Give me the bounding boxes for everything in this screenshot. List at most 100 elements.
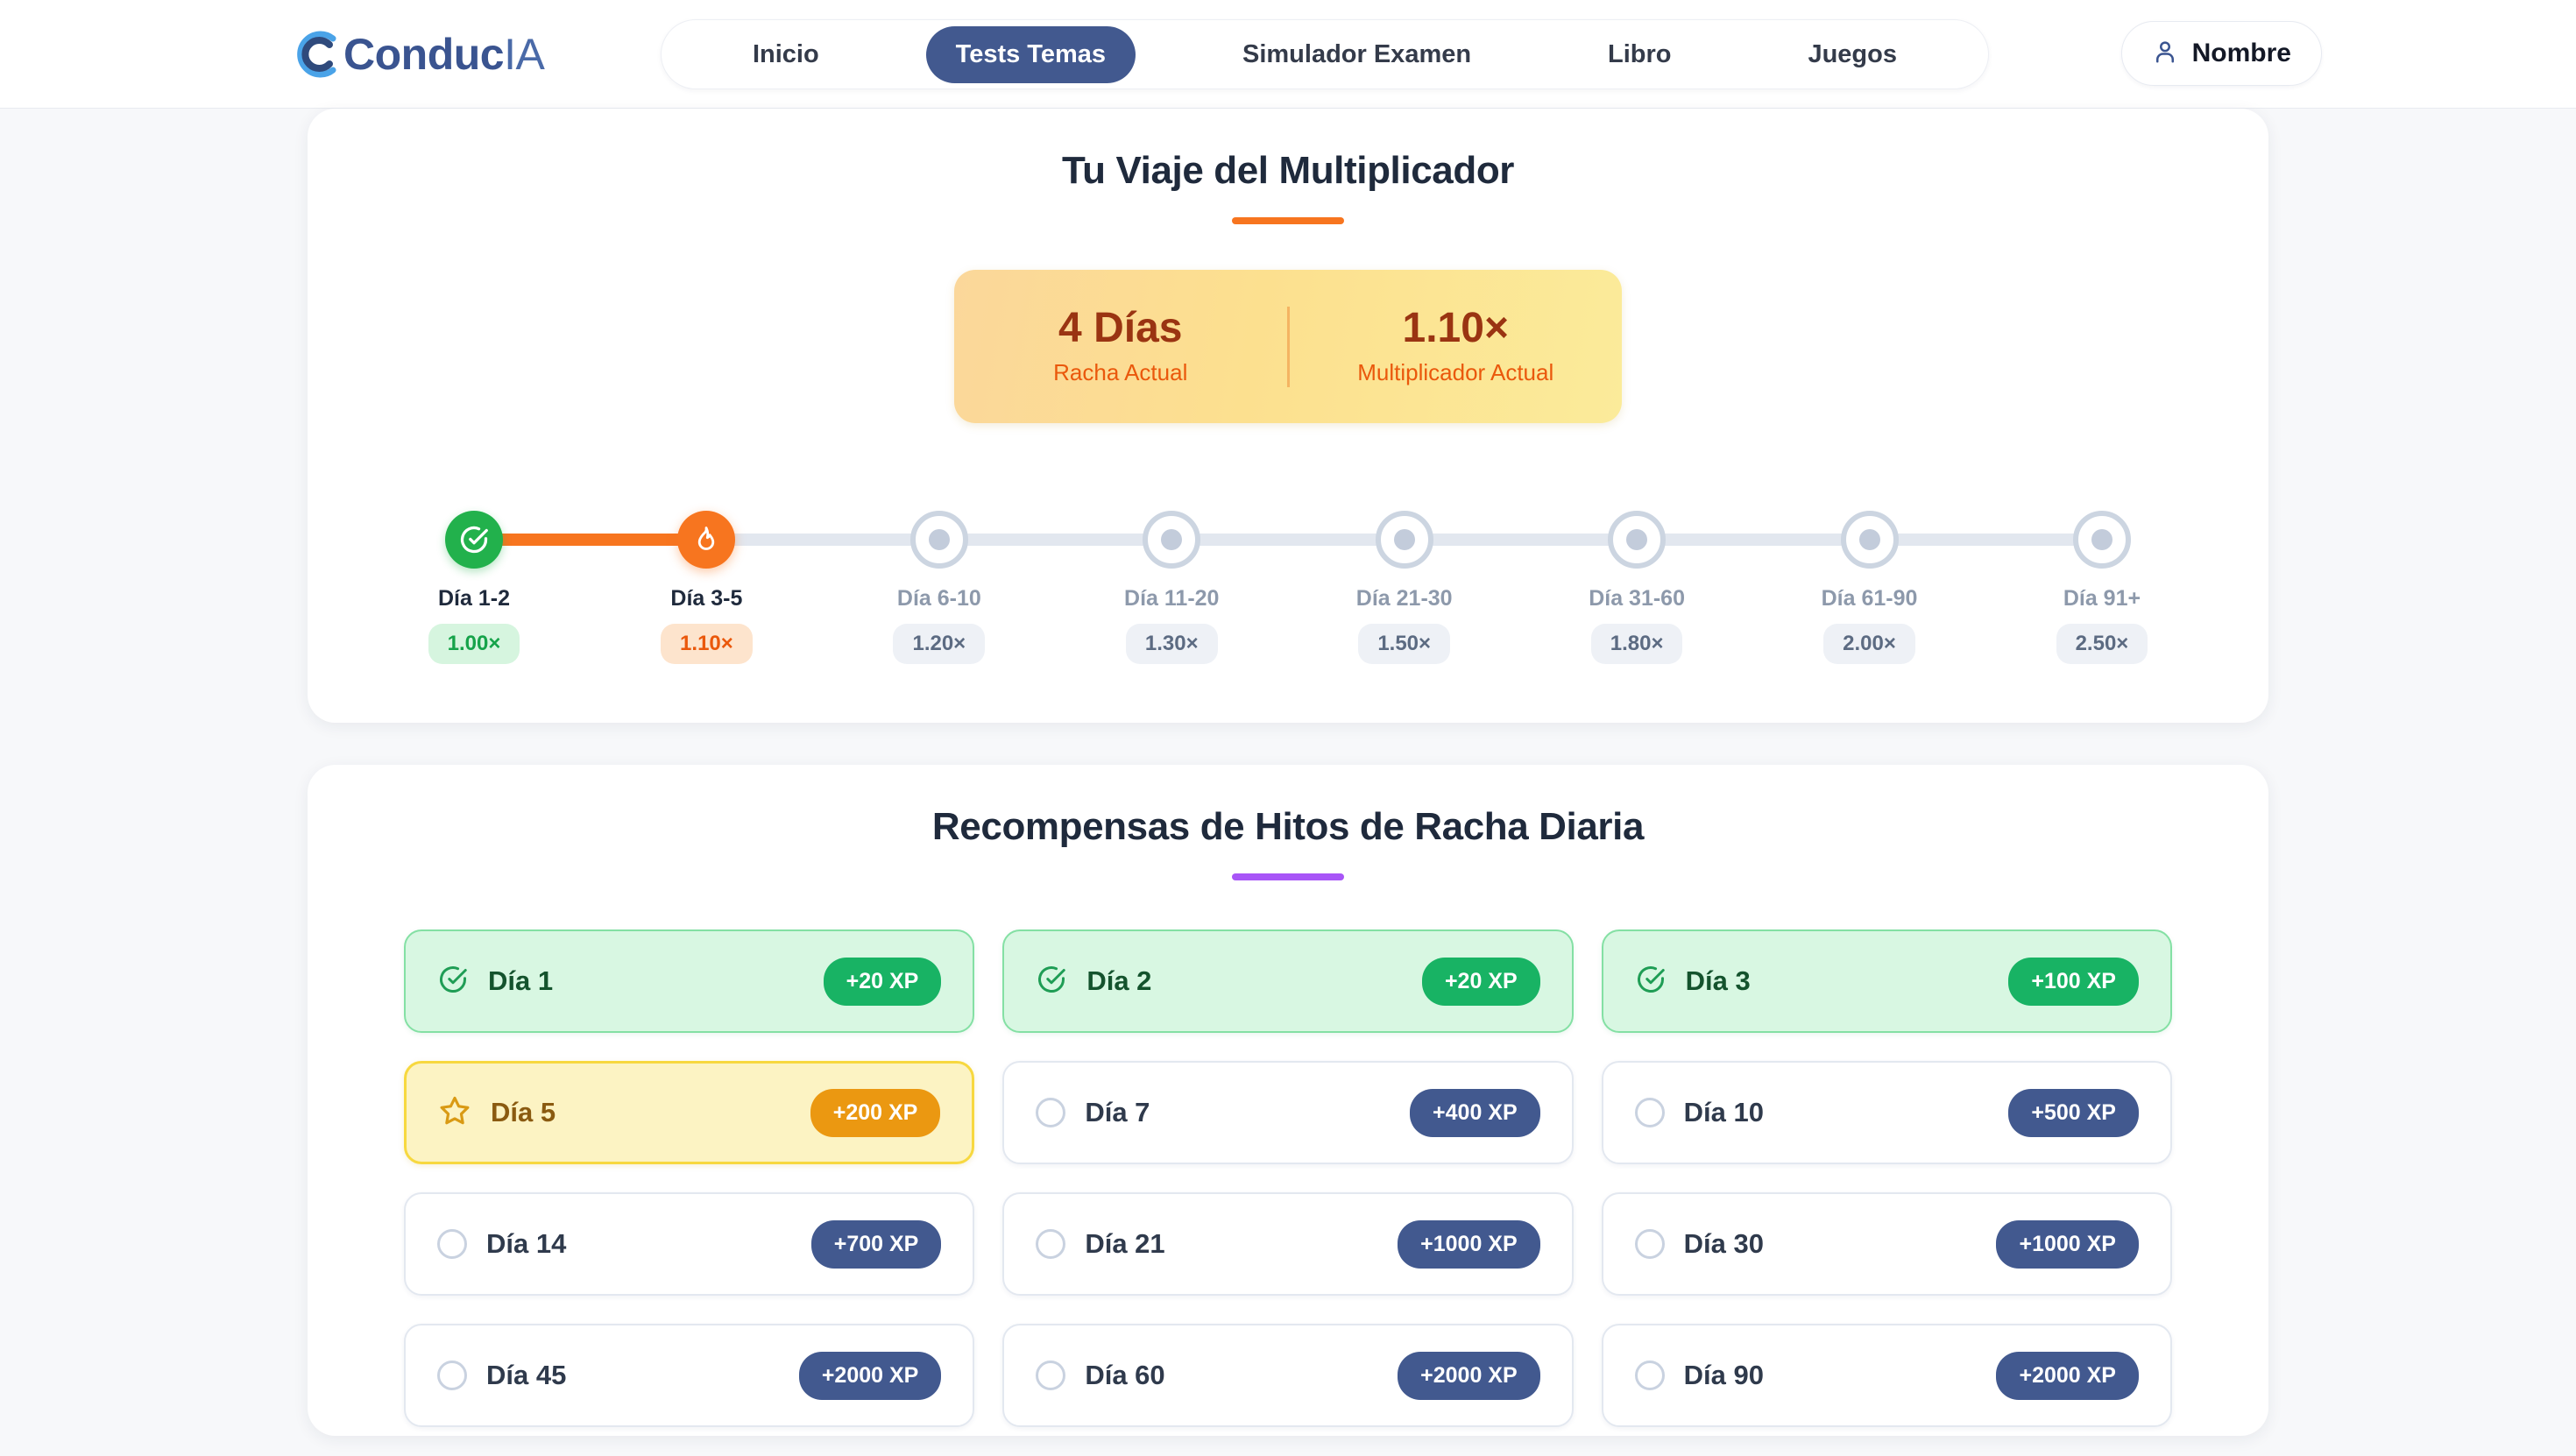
milestone-card[interactable]: Día 7 +400 XP	[1002, 1061, 1574, 1164]
milestone-xp-badge: +2000 XP	[798, 1351, 942, 1400]
milestone-name: Día 60	[1085, 1360, 1165, 1390]
timeline-node[interactable]: Día 1-2 1.00×	[404, 486, 544, 670]
milestone-xp-badge: +200 XP	[810, 1088, 941, 1137]
timeline-node-multiplier: 2.00×	[1823, 624, 1915, 664]
locked-circle-icon	[1036, 1229, 1066, 1259]
pending-circle-icon	[1143, 511, 1201, 569]
user-icon	[2152, 38, 2178, 70]
milestone-name: Día 3	[1685, 965, 1751, 996]
timeline-node[interactable]: Día 3-5 1.10×	[636, 486, 776, 670]
milestone-name: Día 90	[1683, 1360, 1764, 1390]
timeline-progress-fill	[449, 534, 718, 546]
locked-circle-icon	[1036, 1361, 1066, 1390]
top-navbar: ConducIA Inicio Tests Temas Simulador Ex…	[0, 0, 2576, 109]
milestones-title: Recompensas de Hitos de Racha Diaria	[931, 805, 1645, 848]
stats-divider	[1286, 306, 1290, 387]
journey-title-underline	[1232, 217, 1344, 224]
milestone-card[interactable]: Día 2 +20 XP	[1002, 929, 1574, 1033]
current-streak-value: 4 Días	[1058, 304, 1183, 351]
user-name-label: Nombre	[2191, 39, 2291, 67]
milestone-card[interactable]: Día 10 +500 XP	[1601, 1061, 2172, 1164]
flame-icon	[677, 511, 736, 569]
milestone-card[interactable]: Día 30 +1000 XP	[1601, 1192, 2172, 1296]
milestone-name: Día 30	[1683, 1228, 1764, 1259]
milestone-name: Día 7	[1085, 1097, 1150, 1127]
timeline-node-multiplier: 2.50×	[2056, 624, 2148, 664]
milestone-card[interactable]: Día 60 +2000 XP	[1002, 1324, 1574, 1427]
milestone-card[interactable]: Día 90 +2000 XP	[1601, 1324, 2172, 1427]
streak-stats-box: 4 Días Racha Actual 1.10× Multiplicador …	[954, 270, 1622, 423]
milestone-name: Día 10	[1683, 1097, 1764, 1127]
locked-circle-icon	[437, 1361, 467, 1390]
milestone-name: Día 5	[491, 1097, 556, 1127]
milestone-xp-badge: +1000 XP	[1996, 1219, 2139, 1269]
timeline-node[interactable]: Día 31-60 1.80×	[1567, 486, 1707, 670]
timeline-node-label: Día 61-90	[1821, 586, 1918, 611]
user-menu-button[interactable]: Nombre	[2120, 21, 2322, 86]
multiplier-journey-card: Tu Viaje del Multiplicador 4 Días Racha …	[308, 109, 2268, 723]
pending-circle-icon	[909, 511, 968, 569]
milestone-xp-badge: +2000 XP	[1398, 1351, 1540, 1400]
timeline-node[interactable]: Día 21-30 1.50×	[1334, 486, 1475, 670]
timeline-node[interactable]: Día 11-20 1.30×	[1101, 486, 1242, 670]
milestone-name: Día 1	[488, 965, 554, 996]
multiplier-timeline: Día 1-2 1.00× Día 3-5 1.10× Día 6-10 1	[404, 486, 2172, 670]
timeline-node-label: Día 1-2	[438, 586, 510, 611]
brand-name: ConducIA	[343, 30, 545, 79]
current-multiplier-stat: 1.10× Multiplicador Actual	[1290, 304, 1623, 386]
current-multiplier-label: Multiplicador Actual	[1357, 359, 1554, 386]
timeline-node[interactable]: Día 6-10 1.20×	[869, 486, 1009, 670]
timeline-node-label: Día 21-30	[1355, 586, 1453, 611]
locked-circle-icon	[1634, 1361, 1665, 1390]
conducia-c-icon	[289, 28, 342, 81]
nav-item-tests-temas[interactable]: Tests Temas	[925, 25, 1136, 83]
timeline-node-multiplier: 1.00×	[428, 624, 520, 664]
milestone-xp-badge: +1000 XP	[1398, 1219, 1540, 1269]
milestone-xp-badge: +500 XP	[2008, 1088, 2139, 1137]
timeline-nodes: Día 1-2 1.00× Día 3-5 1.10× Día 6-10 1	[404, 486, 2172, 670]
timeline-node-multiplier: 1.50×	[1358, 624, 1451, 664]
pending-circle-icon	[2072, 511, 2131, 569]
milestone-name: Día 14	[486, 1228, 567, 1259]
current-streak-stat: 4 Días Racha Actual	[954, 304, 1287, 386]
page-content: Tu Viaje del Multiplicador 4 Días Racha …	[0, 109, 2576, 1456]
nav-links: Inicio Tests Temas Simulador Examen Libr…	[661, 19, 1989, 89]
nav-item-inicio[interactable]: Inicio	[752, 39, 819, 68]
milestone-grid: Día 1 +20 XP Día 2 +20 XP Día 3 +100 XP	[404, 929, 2172, 1427]
milestone-xp-badge: +2000 XP	[1996, 1351, 2139, 1400]
nav-item-simulador-examen[interactable]: Simulador Examen	[1242, 39, 1472, 68]
locked-circle-icon	[1634, 1098, 1665, 1127]
check-circle-icon	[445, 511, 503, 569]
current-multiplier-value: 1.10×	[1402, 304, 1509, 351]
brand-logo[interactable]: ConducIA	[289, 21, 545, 88]
milestone-card[interactable]: Día 45 +2000 XP	[404, 1324, 975, 1427]
timeline-node-multiplier: 1.30×	[1125, 624, 1218, 664]
timeline-node-label: Día 11-20	[1124, 586, 1220, 611]
milestone-card[interactable]: Día 1 +20 XP	[404, 929, 975, 1033]
timeline-node[interactable]: Día 61-90 2.00×	[1800, 486, 1940, 670]
milestone-rewards-card: Recompensas de Hitos de Racha Diaria Día…	[308, 765, 2268, 1436]
milestone-card[interactable]: Día 5 +200 XP	[404, 1061, 975, 1164]
timeline-node-label: Día 91+	[2063, 586, 2141, 611]
journey-title: Tu Viaje del Multiplicador	[1061, 149, 1515, 192]
milestone-card[interactable]: Día 3 +100 XP	[1601, 929, 2172, 1033]
pending-circle-icon	[1608, 511, 1667, 569]
milestone-xp-badge: +700 XP	[810, 1219, 942, 1269]
locked-circle-icon	[1634, 1229, 1665, 1259]
milestone-name: Día 21	[1085, 1228, 1165, 1259]
nav-item-libro[interactable]: Libro	[1608, 39, 1672, 68]
milestone-xp-badge: +20 XP	[1421, 957, 1540, 1006]
timeline-track	[449, 534, 2127, 546]
nav-item-juegos[interactable]: Juegos	[1808, 39, 1897, 68]
star-icon	[438, 1094, 471, 1132]
milestone-card[interactable]: Día 21 +1000 XP	[1002, 1192, 1574, 1296]
check-circle-icon	[1036, 964, 1067, 1000]
timeline-node-multiplier: 1.10×	[661, 624, 753, 664]
milestones-title-underline	[1232, 873, 1344, 880]
timeline-node[interactable]: Día 91+ 2.50×	[2032, 486, 2172, 670]
check-circle-icon	[437, 964, 469, 1000]
milestone-card[interactable]: Día 14 +700 XP	[404, 1192, 975, 1296]
timeline-node-multiplier: 1.80×	[1590, 624, 1683, 664]
timeline-node-label: Día 3-5	[670, 586, 743, 611]
current-streak-label: Racha Actual	[1053, 359, 1188, 386]
